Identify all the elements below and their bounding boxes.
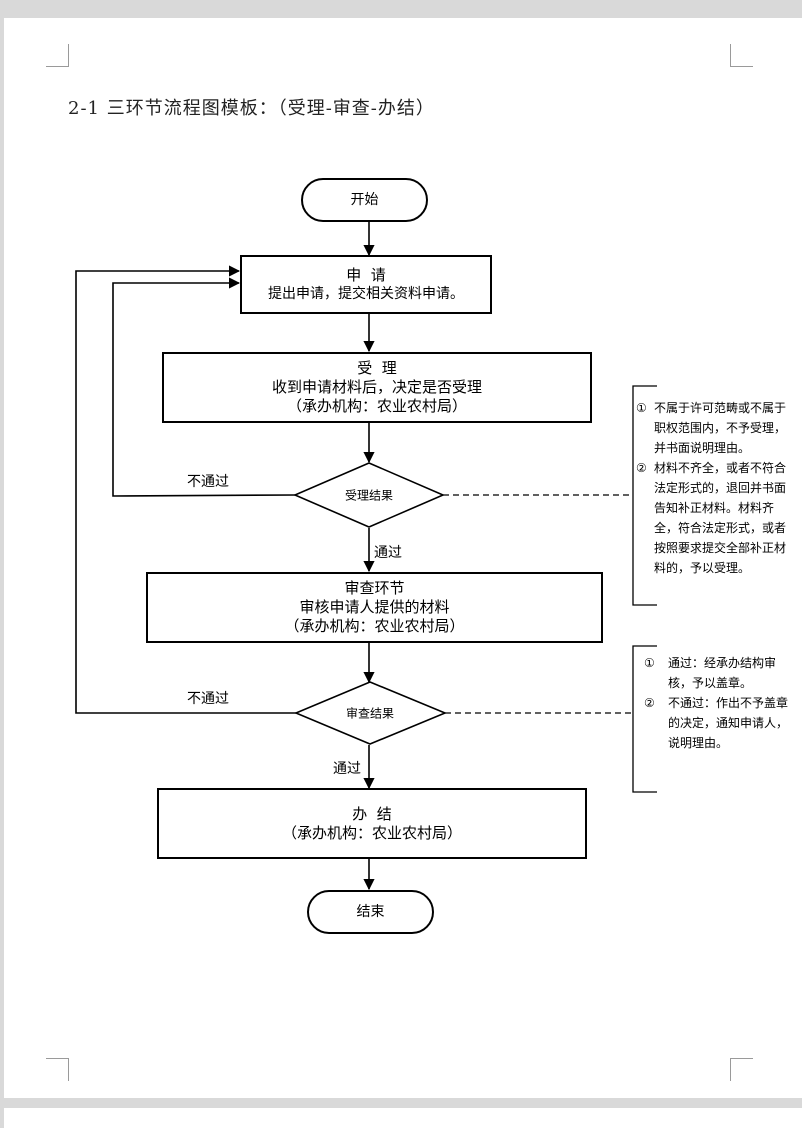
end-node: 结束 <box>307 890 434 934</box>
margin-mark-bottom-left <box>46 1058 69 1081</box>
accept-note-2-num: ② <box>636 461 647 475</box>
accept-desc: 收到申请材料后，决定是否受理 <box>271 378 482 396</box>
accept-box: 受 理 收到申请材料后，决定是否受理 （承办机构：农业农村局） <box>162 352 592 423</box>
review-note-2-text: 不通过：作出不予盖章的决定，通知申请人，说明理由。 <box>668 696 789 750</box>
start-label: 开始 <box>350 191 379 208</box>
review-note-2-num: ② <box>644 696 655 710</box>
review-box: 审查环节 审核申请人提供的材料 （承办机构：农业农村局） <box>146 572 603 643</box>
review-desc: 审核申请人提供的材料 <box>299 598 450 616</box>
accept-note-2: ② 材料不齐全，或者不符合法定形式的，退回并书面告知补正材料。材料齐全，符合法定… <box>636 458 796 578</box>
accept-title: 受 理 <box>357 359 397 377</box>
review-title: 审查环节 <box>344 579 405 597</box>
accept-org: （承办机构：农业农村局） <box>286 397 467 415</box>
finish-title: 办 结 <box>352 804 392 823</box>
review-note-1: ① 通过：经承办结构审核，予以盖章。 <box>644 653 798 693</box>
note-bracket-review <box>632 645 657 793</box>
edge-review-fail-loop <box>75 265 296 714</box>
finish-org: （承办机构：农业农村局） <box>281 823 462 842</box>
review-fail-label: 不通过 <box>187 691 229 707</box>
start-node: 开始 <box>301 178 428 222</box>
accept-note-1-num: ① <box>636 401 647 415</box>
decision-accept-result <box>292 462 446 528</box>
apply-box: 申 请 提出申请，提交相关资料申请。 <box>240 255 492 314</box>
next-page-edge <box>4 1108 802 1128</box>
apply-desc: 提出申请，提交相关资料申请。 <box>268 285 464 302</box>
page-title: 2-1 三环节流程图模板：（受理-审查-办结） <box>68 98 435 119</box>
margin-mark-bottom-right <box>730 1058 753 1081</box>
accept-note-2-text: 材料不齐全，或者不符合法定形式的，退回并书面告知补正材料。材料齐全，符合法定形式… <box>654 461 787 575</box>
edge-accept-fail-loop <box>112 277 296 497</box>
margin-mark-top-right <box>730 44 753 67</box>
accept-note-1-text: 不属于许可范畴或不属于职权范围内，不予受理，并书面说明理由。 <box>654 401 787 455</box>
accept-fail-label: 不通过 <box>187 474 229 490</box>
review-org: （承办机构：农业农村局） <box>284 617 465 635</box>
review-note-1-num: ① <box>644 656 655 670</box>
review-pass-label: 通过 <box>333 761 361 777</box>
decision-review-result <box>293 681 448 745</box>
review-note-2: ② 不通过：作出不予盖章的决定，通知申请人，说明理由。 <box>644 693 798 753</box>
end-label: 结束 <box>356 903 385 920</box>
note-bracket-accept <box>632 385 657 606</box>
review-result-label: 审查结果 <box>345 706 395 721</box>
accept-note-1: ① 不属于许可范畴或不属于职权范围内，不予受理，并书面说明理由。 <box>636 398 796 458</box>
accept-pass-label: 通过 <box>374 545 402 561</box>
review-note-1-text: 通过：经承办结构审核，予以盖章。 <box>668 656 777 690</box>
margin-mark-top-left <box>46 44 69 67</box>
accept-result-label: 受理结果 <box>344 488 394 503</box>
finish-box: 办 结 （承办机构：农业农村局） <box>157 788 587 859</box>
apply-title: 申 请 <box>346 265 386 284</box>
